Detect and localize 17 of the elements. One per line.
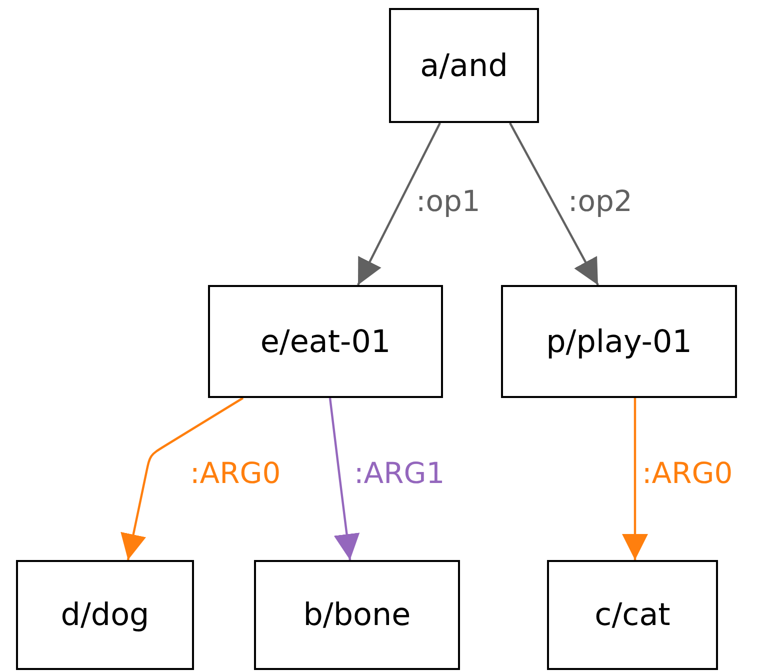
node-box [501, 285, 737, 398]
node-box [254, 560, 460, 670]
node-label: c/cat [594, 597, 670, 633]
arrow [357, 122, 441, 286]
node-box [547, 560, 718, 670]
node-box [389, 8, 539, 123]
node-label: b/bone [303, 597, 411, 633]
arrow [622, 398, 648, 560]
node-label: a/and [420, 48, 508, 84]
node-label: e/eat-01 [260, 324, 391, 360]
node-box [208, 285, 443, 398]
node-box [16, 560, 194, 670]
arrow [120, 397, 244, 560]
node-label: d/dog [60, 597, 150, 633]
arrow [509, 122, 599, 286]
node-label: p/play-01 [546, 324, 692, 360]
arrow [328, 398, 360, 560]
